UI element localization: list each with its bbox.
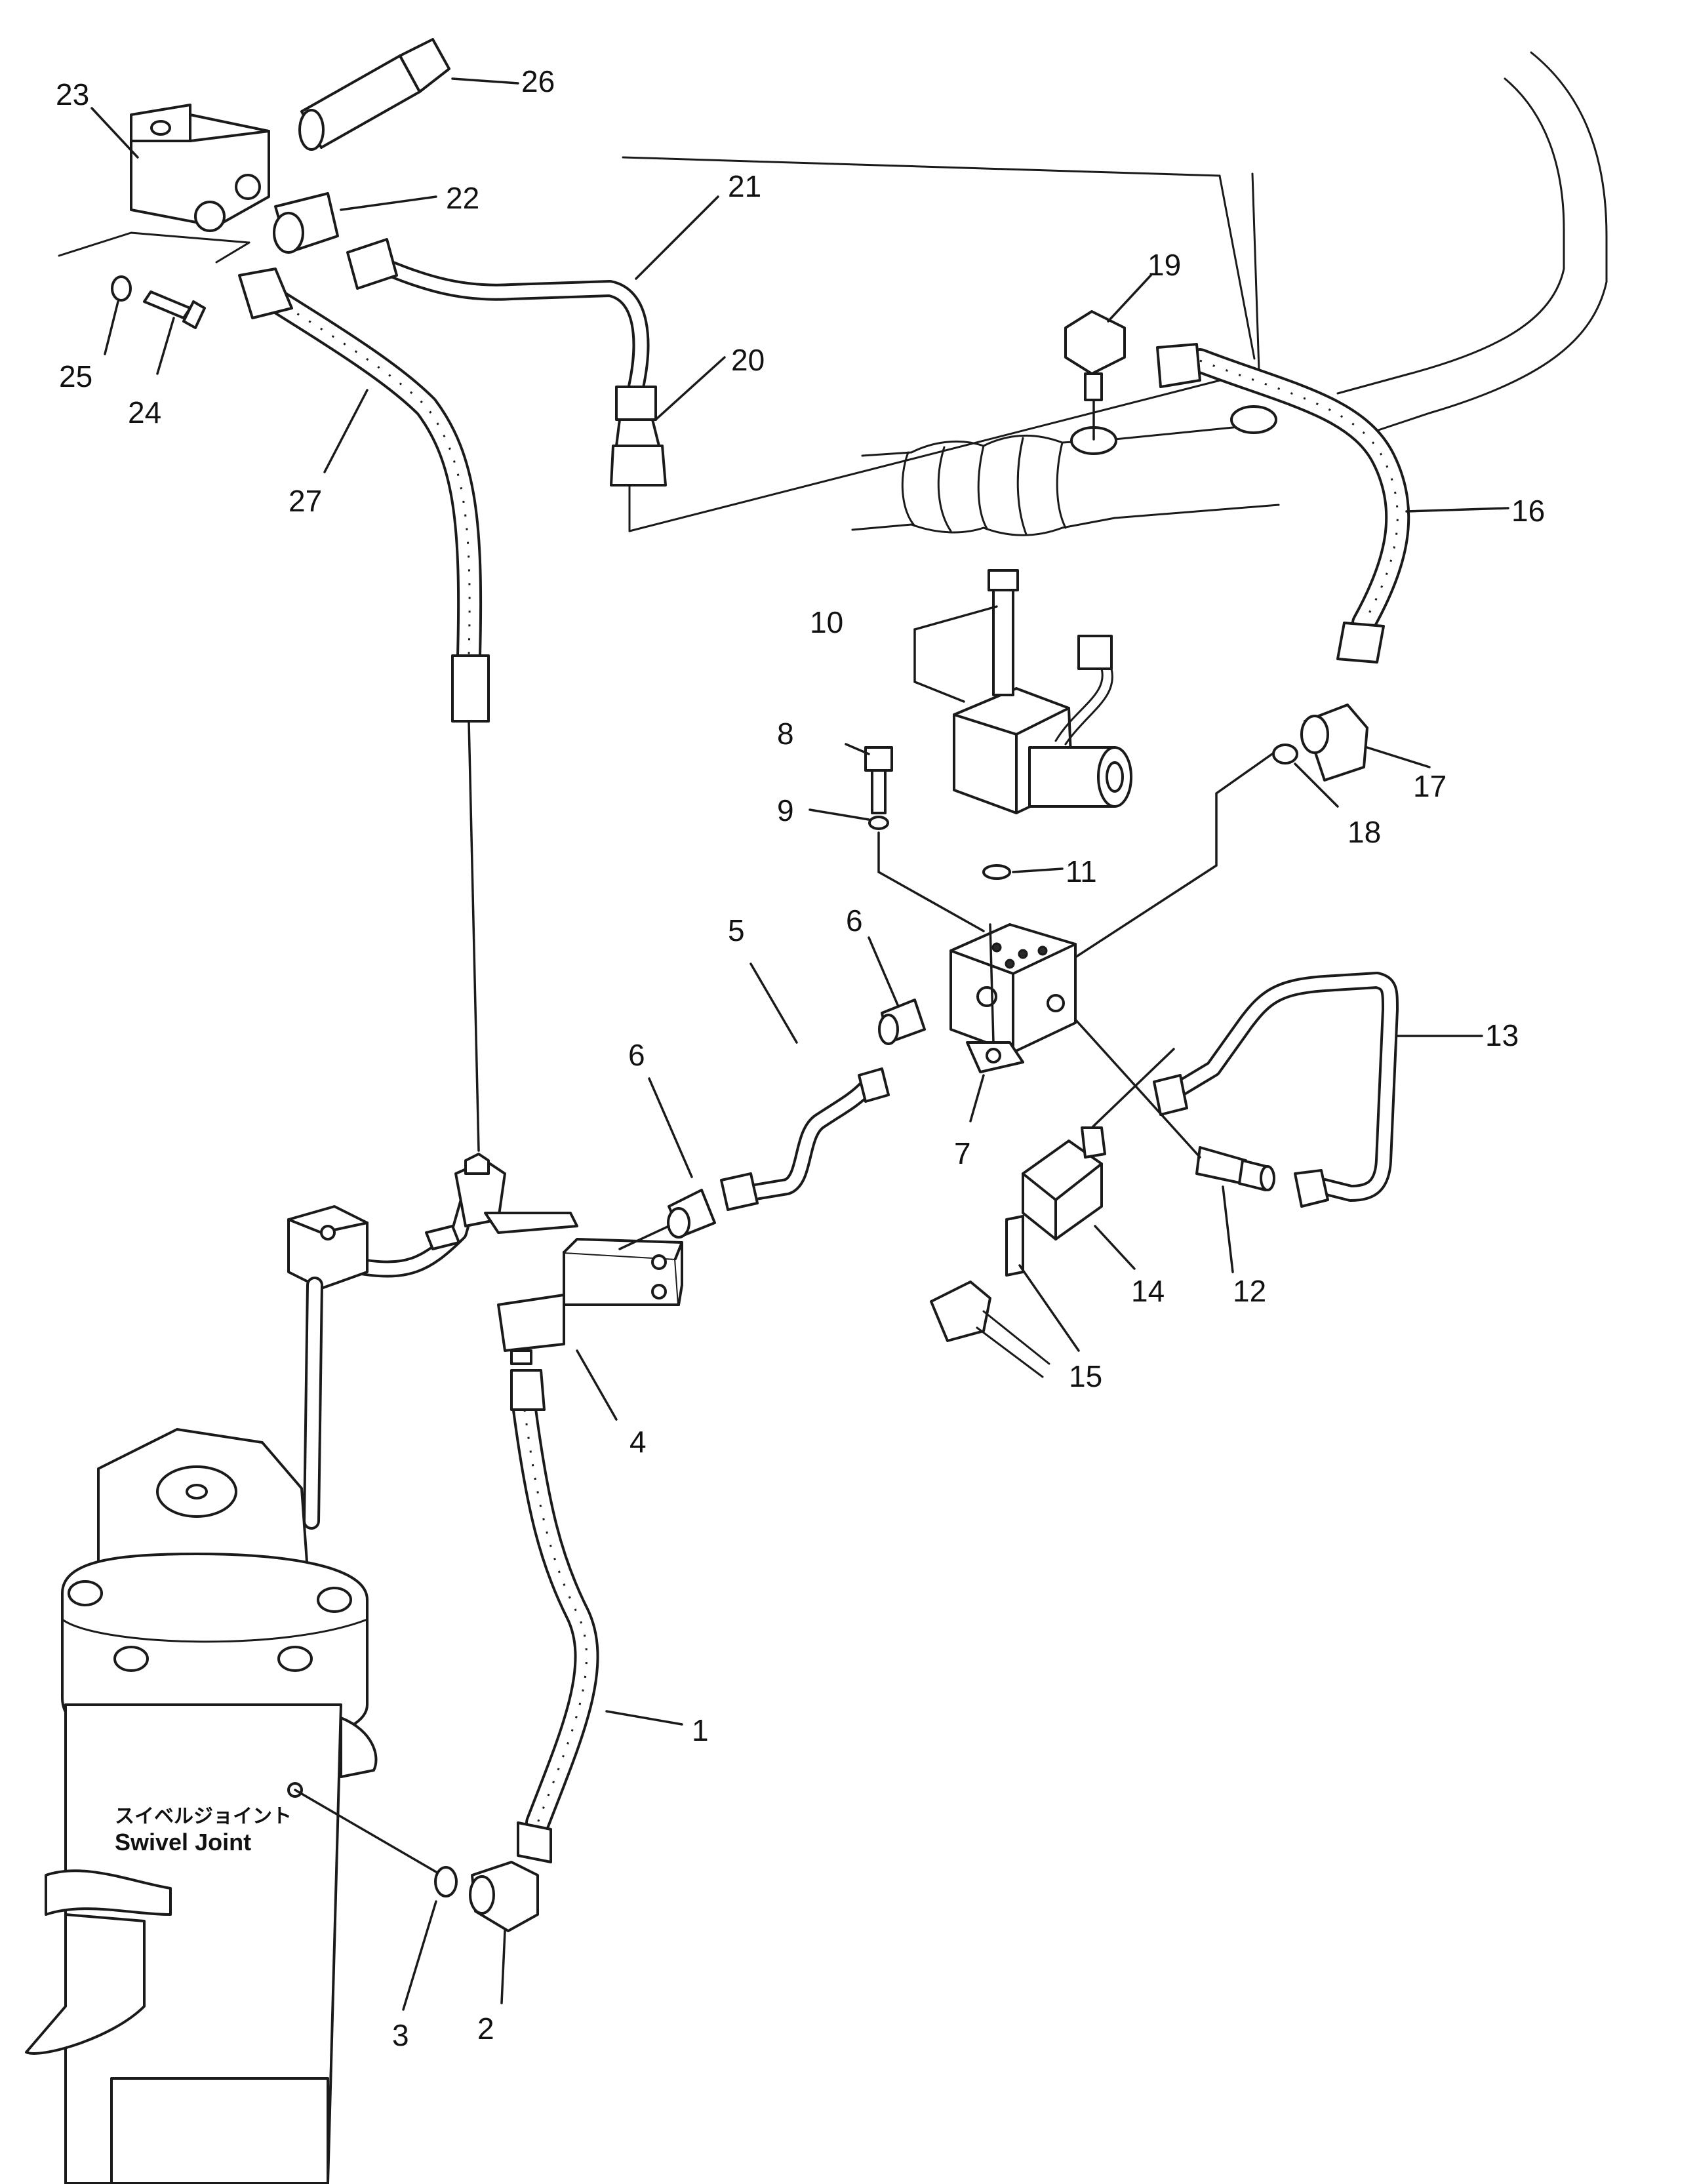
- callout-13: 13: [1485, 1018, 1519, 1052]
- callout-27: 27: [289, 484, 322, 518]
- frame-outline: [1251, 51, 1608, 434]
- elbow-fitting-19: [1064, 310, 1126, 441]
- callout-14: 14: [1131, 1274, 1165, 1308]
- callout-5: 5: [728, 913, 745, 947]
- callout-22: 22: [446, 181, 479, 215]
- callout-11: 11: [1066, 854, 1097, 888]
- adapter-6-upper: [878, 999, 926, 1045]
- swivel-joint-label-ja: スイベルジョイント: [115, 1805, 292, 1828]
- o-ring-18: [1272, 744, 1298, 764]
- elbow-17: [1300, 704, 1368, 782]
- pressure-switch-14: [1022, 1048, 1175, 1241]
- swivel-tee-piping: [287, 1153, 578, 1530]
- callout-25: 25: [59, 359, 92, 393]
- callout-4: 4: [629, 1425, 647, 1459]
- o-ring-3: [434, 1866, 458, 1897]
- callout-17: 17: [1413, 769, 1447, 803]
- adapter-6-lower: [667, 1189, 716, 1239]
- callout-23: 23: [56, 77, 89, 111]
- connector-20: [610, 418, 667, 486]
- callout-26: 26: [521, 64, 555, 98]
- bracket-4: [497, 1225, 683, 1365]
- callout-7: 7: [954, 1136, 971, 1170]
- callout-8: 8: [777, 717, 794, 751]
- swivel-joint-body: [25, 1428, 378, 2184]
- callout-leaders: [90, 77, 1509, 2011]
- callout-19: 19: [1148, 248, 1181, 282]
- o-ring-11: [982, 864, 1011, 880]
- cylinder-port-boss-right: [1230, 405, 1277, 434]
- boom-cylinder-tube: [851, 405, 1280, 536]
- valve-block-7: [949, 923, 1077, 1073]
- fitting-12: [1195, 1146, 1275, 1191]
- snap-ring-25: [111, 275, 132, 302]
- tube-13: [1153, 972, 1399, 1208]
- bolt-24: [143, 290, 191, 319]
- fitting-15: [930, 1215, 1050, 1378]
- callout-3: 3: [392, 2018, 409, 2052]
- callout-6a: 6: [628, 1038, 645, 1072]
- hose-1: [510, 1369, 599, 1863]
- callout-6b: 6: [846, 903, 863, 938]
- hose-27: [238, 268, 490, 723]
- callout-1: 1: [692, 1713, 709, 1747]
- adapter-22: [273, 192, 339, 254]
- solenoid-valve-10: [913, 569, 1132, 814]
- callout-24: 24: [128, 395, 161, 429]
- callout-16: 16: [1511, 494, 1545, 528]
- callout-20: 20: [731, 343, 765, 377]
- callout-10: 10: [810, 605, 843, 639]
- valve-bracket-23: [58, 104, 270, 329]
- swivel-joint-label-en: Swivel Joint: [115, 1829, 251, 1856]
- callout-12: 12: [1233, 1274, 1266, 1308]
- washer-9: [868, 816, 889, 830]
- quick-coupler-26: [298, 38, 450, 151]
- callout-18: 18: [1348, 815, 1381, 849]
- callout-2: 2: [477, 2012, 494, 2046]
- hose-16: [1156, 343, 1410, 664]
- elbow-2: [469, 1861, 539, 1932]
- callout-21: 21: [728, 169, 761, 203]
- callout-15: 15: [1069, 1359, 1102, 1393]
- callout-9: 9: [777, 793, 794, 827]
- bolt-8: [864, 746, 893, 814]
- callout-numbers: 1 2 3 4 5 6 6 7 8 9 10 11 12 13 14 15 16…: [56, 64, 1545, 2052]
- pipe-5: [720, 1067, 890, 1211]
- swivel-joint-label: スイベルジョイント Swivel Joint: [115, 1805, 292, 1856]
